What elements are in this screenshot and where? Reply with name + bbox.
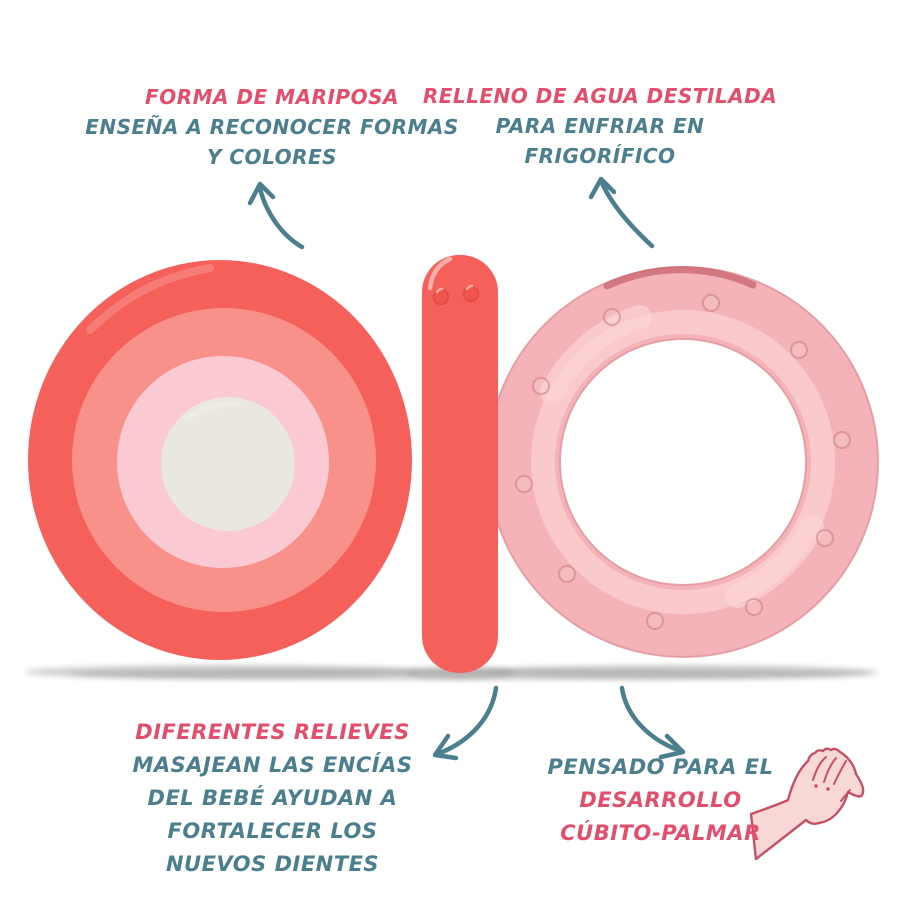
annotation-bottom-left: DIFERENTES RELIEVES MASAJEAN LAS ENCÍAS … bbox=[80, 716, 465, 881]
annotation-line: MASAJEAN LAS ENCÍAS bbox=[132, 753, 413, 777]
annotation-line: DIFERENTES RELIEVES bbox=[135, 720, 410, 744]
annotation-line: NUEVOS DIENTES bbox=[165, 852, 380, 876]
annotation-line: CÚBITO-PALMAR bbox=[560, 821, 761, 845]
annotation-line: RELLENO DE AGUA DESTILADA bbox=[422, 84, 778, 108]
disc-center bbox=[161, 397, 295, 531]
annotation-line: PENSADO PARA EL bbox=[547, 755, 774, 779]
arrow-bottom-left bbox=[432, 685, 499, 761]
annotation-line: Y COLORES bbox=[206, 145, 338, 169]
stem-bar bbox=[422, 255, 498, 673]
annotation-line: PARA ENFRIAR EN bbox=[495, 114, 705, 138]
stem-body bbox=[422, 255, 498, 673]
annotation-line: ENSEÑA A RECONOCER FORMAS bbox=[85, 115, 459, 139]
annotation-line: FRIGORÍFICO bbox=[524, 144, 676, 168]
annotation-top-left: FORMA DE MARIPOSA ENSEÑA A RECONOCER FOR… bbox=[77, 82, 467, 172]
baby-hand-icon bbox=[749, 747, 865, 861]
color-disc bbox=[28, 260, 412, 660]
annotation-line: FORTALECER LOS bbox=[167, 819, 378, 843]
arrow-top-right bbox=[588, 176, 655, 249]
stem-nub bbox=[462, 285, 480, 303]
water-ring bbox=[487, 266, 879, 658]
annotation-bottom-right: PENSADO PARA EL DESARROLLO CÚBITO-PALMAR bbox=[538, 751, 783, 850]
ring-band bbox=[487, 266, 879, 658]
arrow-bottom-right bbox=[619, 685, 686, 760]
annotation-line: DEL BEBÉ AYUDAN A bbox=[147, 786, 398, 810]
ring-relief-dots bbox=[515, 294, 851, 630]
stem-nub bbox=[432, 288, 450, 306]
annotation-top-right: RELLENO DE AGUA DESTILADA PARA ENFRIAR E… bbox=[420, 81, 780, 171]
annotation-line: DESARROLLO bbox=[579, 788, 742, 812]
arrow-top-left bbox=[247, 181, 305, 250]
water-seam bbox=[603, 266, 757, 290]
annotation-line: FORMA DE MARIPOSA bbox=[145, 85, 399, 109]
